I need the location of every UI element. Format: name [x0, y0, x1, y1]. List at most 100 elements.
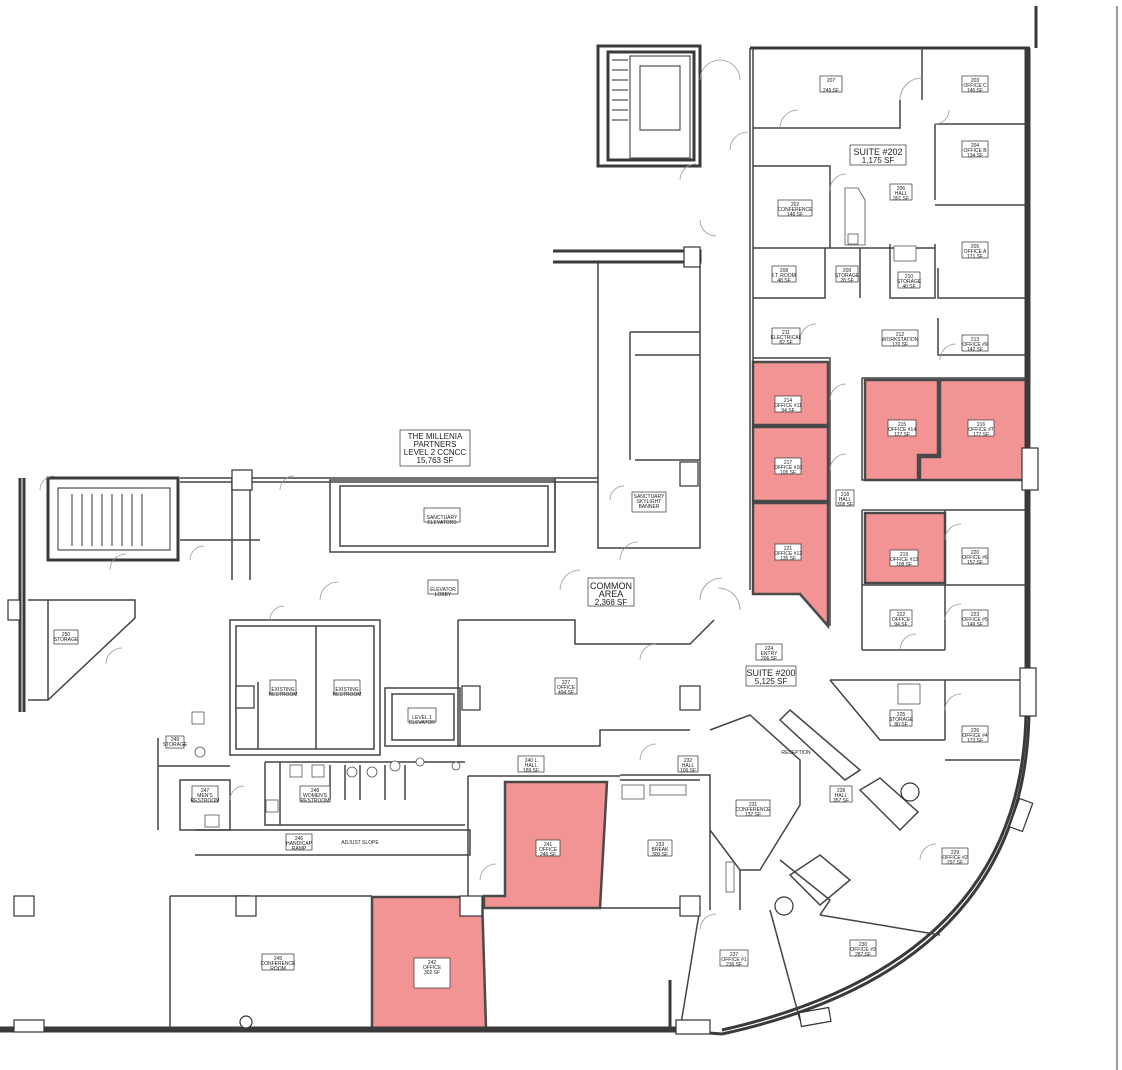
room-line2-r45: LEVEL 1: [412, 715, 432, 721]
building-title-line-1: THE MILLENIA: [408, 432, 463, 441]
room-sf-r31: 106 SF: [680, 768, 696, 774]
room-sf-r48: BANNER: [639, 504, 660, 510]
suite-202-walls: [749, 48, 1028, 761]
room-sf-r18: 135 SF: [780, 556, 796, 562]
room-line2-r17: HALL: [839, 497, 852, 503]
room-sf-r7: 48 SF: [777, 278, 790, 284]
room-line1-r42: 250: [62, 632, 71, 638]
room-line1-r5: 202: [791, 202, 800, 208]
room-sf-r40: RESTROOM: [301, 798, 330, 804]
room-sf-r12: 142 SF: [967, 347, 983, 353]
room-line2-r20: OFFICE #6: [962, 555, 988, 561]
suite-200-name: SUITE #200: [746, 668, 795, 678]
room-line1-r31: 232: [684, 758, 693, 764]
room-line1-r10: 211: [782, 330, 790, 336]
room-line2-r9: STORAGE: [897, 279, 922, 285]
room-line1-r1: 207: [827, 78, 836, 84]
room-line2-r2: OFFICE C: [963, 83, 987, 89]
room-sf-r39: RESTROOM: [191, 798, 220, 804]
room-sf-r2: 146 SF: [967, 88, 983, 94]
room-sf-r6: 171 SF: [967, 254, 983, 260]
room-sf-r25: 173 SF: [967, 738, 983, 744]
central-core-walls: [180, 246, 701, 580]
room-line1-r41: 249: [171, 737, 180, 743]
room-line2-r19: OFFICE #13: [890, 557, 918, 563]
room-line1-r11: 212: [896, 332, 905, 338]
room-line2-r7: I.T. ROOM: [772, 273, 796, 279]
room-sf-r43: RESTROOM: [269, 692, 298, 698]
room-sf-r4: 301 SF: [893, 196, 909, 202]
room-line2-r39: MEN'S: [197, 793, 213, 799]
room-sf-r45: ELEVATOR: [409, 720, 435, 726]
room-line2-r41: STORAGE: [163, 742, 188, 748]
room-line1-r25: 226: [971, 728, 980, 734]
room-line2-r13: OFFICE #11: [774, 403, 802, 409]
room-line1-r17: 218: [841, 492, 850, 498]
office-214-highlight[interactable]: [751, 360, 830, 427]
room-sf-r8: 28 SF: [840, 278, 853, 284]
room-sf-r5: 146 SF: [787, 212, 803, 218]
common-area-name: COMMON: [590, 581, 632, 591]
room-line2-r44: EXISTING: [335, 687, 358, 693]
room-sf-r3: 134 SF: [967, 153, 983, 159]
ramp-note: ADJUST SLOPE: [341, 840, 379, 846]
room-sf-r20: 157 SF: [967, 560, 983, 566]
room-line1-r2: 203: [971, 78, 980, 84]
room-sf-r21: 94 SF: [894, 622, 907, 628]
room-line2-r6: OFFICE A: [964, 249, 987, 255]
room-line2-r38: HANDICAP: [286, 841, 313, 847]
room-sf-r30: 137 SF: [745, 812, 761, 818]
room-line2-r24: STORAGE: [889, 717, 914, 723]
room-sf-r26: 494 SF: [558, 690, 574, 696]
room-sf-r22: 149 SF: [967, 622, 983, 628]
room-sf-r36: 302 SF: [424, 970, 440, 976]
reception-label: RECEPTION: [781, 750, 811, 756]
lower-zone-walls: [13, 619, 1034, 1035]
room-line2-r22: OFFICE #5: [962, 617, 988, 623]
stair-north: [612, 55, 691, 159]
room-line1-r48: SANCTUARY: [634, 494, 665, 500]
room-sf-r32: 300 SF: [652, 852, 668, 858]
room-line2-r18: OFFICE #12: [774, 551, 802, 557]
room-line2-r32: BREAK: [652, 847, 670, 853]
room-sf-r44: RESTROOM: [333, 692, 362, 698]
room-label-boxes: [53, 75, 995, 989]
office-221-highlight[interactable]: [751, 501, 830, 630]
room-sf-r23: 206 SF: [761, 656, 777, 662]
room-line1-r6: 205: [971, 244, 980, 250]
room-sf-r17: 308 SF: [837, 502, 853, 508]
room-line2-r35: HALL: [525, 763, 538, 769]
office-219-highlight[interactable]: [863, 511, 947, 585]
room-line1-r27: 228: [837, 788, 846, 794]
room-line2-r36: OFFICE: [423, 965, 442, 971]
building-title-line-3: LEVEL 2 CCNCC: [404, 448, 467, 457]
room-sf-r24: 80 SF: [894, 722, 907, 728]
room-line2-r5: CONFERENCE: [777, 207, 813, 213]
room-line2-r15: OFFICE #7: [968, 427, 994, 433]
room-sf-r15: 177 SF: [973, 432, 989, 438]
room-line1-r35: 240 L: [525, 758, 538, 764]
room-line2-r48: SKYLIGHT: [637, 499, 662, 505]
stair-west: [46, 476, 180, 562]
room-line1-r34: 241: [544, 842, 553, 848]
room-line1-r8: 209: [843, 268, 852, 274]
room-line1-r12: 213: [971, 337, 980, 343]
room-line2-r10: ELECTRICAL: [771, 335, 802, 341]
room-line1-r37: 245: [274, 956, 283, 962]
restroom-zone: [157, 711, 471, 856]
room-line2-r12: OFFICE #9: [962, 342, 988, 348]
room-sf-r38: RAMP: [292, 846, 307, 852]
room-sf-r16: 105 SF: [780, 470, 796, 476]
suite-202-fixtures: [844, 187, 1039, 717]
room-line1-r40: 248: [311, 788, 320, 794]
room-sf-r33: 236 SF: [726, 962, 742, 968]
room-line1-r3: 204: [971, 143, 980, 149]
room-line2-r47: ELEVATOR: [430, 587, 456, 593]
room-line2-r31: HALL: [682, 763, 695, 769]
room-sf-r1: 249 SF: [823, 88, 839, 94]
room-line2-r40: WOMEN'S: [303, 793, 328, 799]
common-area-name-2: AREA: [599, 589, 624, 599]
room-line1-r28: 229: [951, 850, 960, 856]
room-line1-r32: 233: [656, 842, 665, 848]
